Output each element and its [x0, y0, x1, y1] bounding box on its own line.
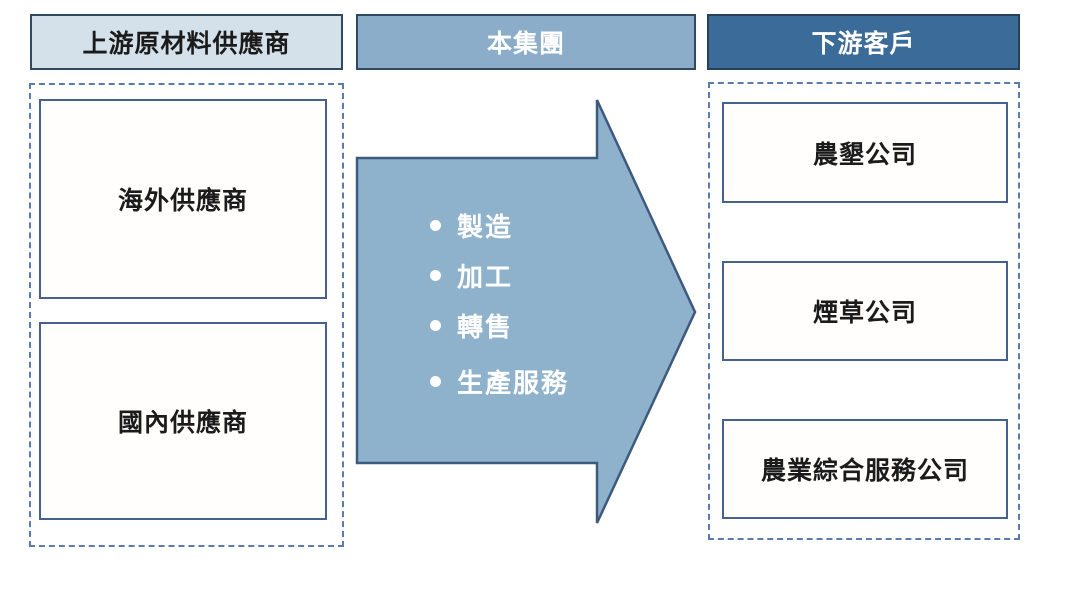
group-activities-list: 製造 加工 轉售 生產服務 — [430, 200, 569, 406]
process-arrow-icon — [355, 99, 697, 524]
downstream-header: 下游客戶 — [707, 14, 1020, 70]
list-item: 轉售 — [430, 300, 569, 350]
upstream-container — [29, 83, 344, 547]
bullet-icon — [430, 219, 441, 231]
downstream-container — [708, 82, 1020, 540]
bullet-icon — [430, 319, 441, 331]
node-agri-services-company: 農業綜合服務公司 — [722, 419, 1008, 519]
activity-label: 生產服務 — [457, 367, 570, 398]
node-overseas-suppliers: 海外供應商 — [39, 99, 327, 299]
node-farming-company: 農墾公司 — [722, 102, 1008, 203]
group-header: 本集團 — [356, 14, 696, 70]
upstream-header: 上游原材料供應商 — [30, 14, 343, 70]
bullet-icon — [430, 269, 441, 281]
bullet-icon — [430, 375, 441, 387]
list-item: 生產服務 — [430, 356, 569, 406]
activity-label: 製造 — [457, 211, 514, 242]
node-tobacco-company: 煙草公司 — [722, 261, 1008, 361]
activity-label: 轉售 — [457, 311, 514, 342]
list-item: 製造 — [430, 200, 569, 250]
activity-label: 加工 — [457, 261, 514, 292]
node-domestic-suppliers: 國內供應商 — [39, 322, 327, 520]
list-item: 加工 — [430, 250, 569, 300]
